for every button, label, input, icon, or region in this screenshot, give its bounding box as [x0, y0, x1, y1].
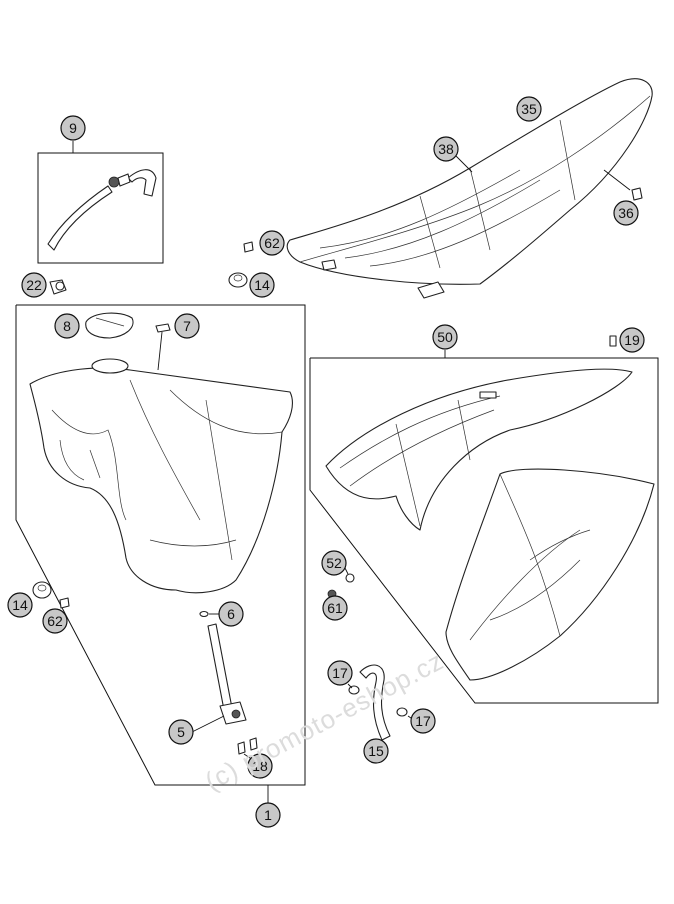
callout-19[interactable]: 19 [619, 327, 645, 353]
svg-text:15: 15 [368, 743, 384, 759]
screw-62-top [243, 241, 254, 253]
vent-valve-7 [155, 323, 171, 371]
svg-text:9: 9 [69, 120, 77, 136]
callout-9[interactable]: 9 [60, 115, 86, 141]
seat-label-leader [455, 155, 473, 173]
screw-19 [609, 335, 617, 347]
callout-61[interactable]: 61 [322, 595, 348, 621]
bushing-14-top [228, 272, 248, 288]
fuel-tap-5 [191, 623, 258, 763]
svg-text:19: 19 [624, 332, 640, 348]
bushing-14-side [32, 581, 52, 599]
svg-text:35: 35 [521, 101, 537, 117]
svg-text:1: 1 [264, 807, 272, 823]
side-panel-right [445, 468, 655, 681]
callout-62-top[interactable]: 62 [259, 230, 285, 256]
svg-text:62: 62 [264, 235, 280, 251]
callout-8[interactable]: 8 [54, 313, 80, 339]
svg-text:14: 14 [12, 597, 28, 613]
callout-38[interactable]: 38 [433, 136, 459, 162]
callout-50[interactable]: 50 [432, 324, 458, 350]
callout-52[interactable]: 52 [321, 550, 347, 576]
side-panel-left [325, 368, 633, 531]
breather-hose-frame [37, 141, 164, 264]
svg-text:61: 61 [327, 600, 343, 616]
svg-text:38: 38 [438, 141, 454, 157]
callout-22[interactable]: 22 [21, 272, 47, 298]
screw-62-side [59, 597, 70, 609]
callout-18[interactable]: 18 [247, 753, 273, 779]
callout-6[interactable]: 6 [218, 601, 244, 627]
svg-text:36: 36 [618, 205, 634, 221]
callout-1[interactable]: 1 [255, 802, 281, 828]
callout-35[interactable]: 35 [516, 96, 542, 122]
callout-7[interactable]: 7 [174, 313, 200, 339]
breather-hose-drawing [47, 169, 157, 251]
nut-52 [343, 565, 355, 583]
svg-text:17: 17 [415, 713, 431, 729]
fuel-fitting-22 [49, 279, 67, 295]
callout-62-side[interactable]: 62 [42, 608, 68, 634]
svg-text:50: 50 [437, 329, 453, 345]
svg-text:8: 8 [63, 318, 71, 334]
side-panel-frame [309, 350, 659, 704]
callout-14-side[interactable]: 14 [7, 592, 33, 618]
callout-36[interactable]: 36 [613, 200, 639, 226]
svg-text:14: 14 [254, 277, 270, 293]
svg-text:18: 18 [252, 758, 268, 774]
seat-screw [603, 169, 643, 201]
hose-clamp-17a [347, 683, 360, 695]
callout-14-top[interactable]: 14 [249, 272, 275, 298]
o-ring-6 [199, 610, 222, 618]
callout-5[interactable]: 5 [168, 719, 194, 745]
svg-text:17: 17 [332, 665, 348, 681]
callout-17-right[interactable]: 17 [410, 708, 436, 734]
callout-15[interactable]: 15 [363, 738, 389, 764]
seat-drawing [286, 78, 653, 299]
callout-17-left[interactable]: 17 [327, 660, 353, 686]
svg-text:22: 22 [26, 277, 42, 293]
svg-text:62: 62 [47, 613, 63, 629]
fuel-tank-drawing [29, 358, 293, 594]
fuel-cap-8 [85, 312, 134, 339]
svg-text:52: 52 [326, 555, 342, 571]
svg-text:7: 7 [183, 318, 191, 334]
svg-text:6: 6 [227, 606, 235, 622]
svg-text:5: 5 [177, 724, 185, 740]
